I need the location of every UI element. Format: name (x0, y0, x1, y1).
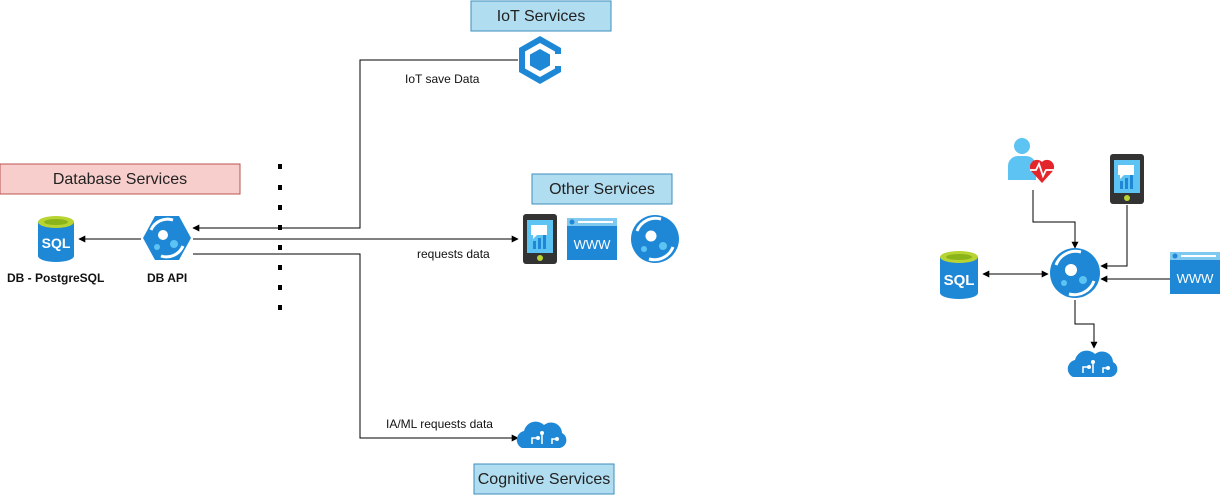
requests-data-label: requests data (417, 247, 490, 261)
sql-icon-text: SQL (42, 235, 71, 251)
sql-database-icon: SQL (38, 216, 74, 262)
www-icon-text: WWW (574, 237, 612, 252)
api-app-icon (631, 215, 679, 263)
separator-dots (278, 164, 282, 310)
iot-hub-icon (519, 36, 562, 84)
web-app-icon: WWW (1170, 252, 1220, 294)
cognitive-services-icon (516, 421, 567, 448)
iot-to-api-connector (192, 59, 518, 232)
connectors (78, 59, 519, 442)
db-name-label: DB - PostgreSQL (7, 271, 104, 285)
api-app-icon (143, 216, 191, 260)
sql-icon-text: SQL (944, 272, 975, 289)
sql-database-icon: SQL (940, 251, 978, 299)
iot-services-label: IoT Services (497, 8, 586, 25)
api-app-icon (1050, 248, 1100, 298)
iot-services-box: IoT Services (470, 0, 612, 32)
health-to-api-connector (1032, 190, 1079, 249)
iaml-requests-label: IA/ML requests data (386, 417, 493, 431)
cognitive-services-box: Cognitive Services (473, 463, 615, 495)
cognitive-services-icon (1067, 350, 1118, 377)
database-services-box: Database Services (0, 163, 241, 195)
mobile-app-icon (523, 214, 557, 264)
db-api-label: DB API (147, 271, 187, 285)
database-services-label: Database Services (53, 171, 187, 188)
mobile-app-icon (1110, 154, 1144, 204)
mobile-to-api-connector (1100, 205, 1128, 270)
other-services-box: Other Services (531, 173, 673, 205)
right-connectors (982, 190, 1170, 349)
health-user-icon (1008, 138, 1055, 183)
web-app-icon: WWW (567, 218, 617, 260)
iot-save-label: IoT save Data (405, 72, 480, 86)
api-to-cognitive-connector-right (1074, 300, 1098, 349)
other-services-label: Other Services (549, 181, 655, 198)
www-icon-text: WWW (1177, 271, 1215, 286)
cognitive-services-label: Cognitive Services (478, 471, 611, 488)
api-to-cognitive-connector (193, 253, 519, 442)
